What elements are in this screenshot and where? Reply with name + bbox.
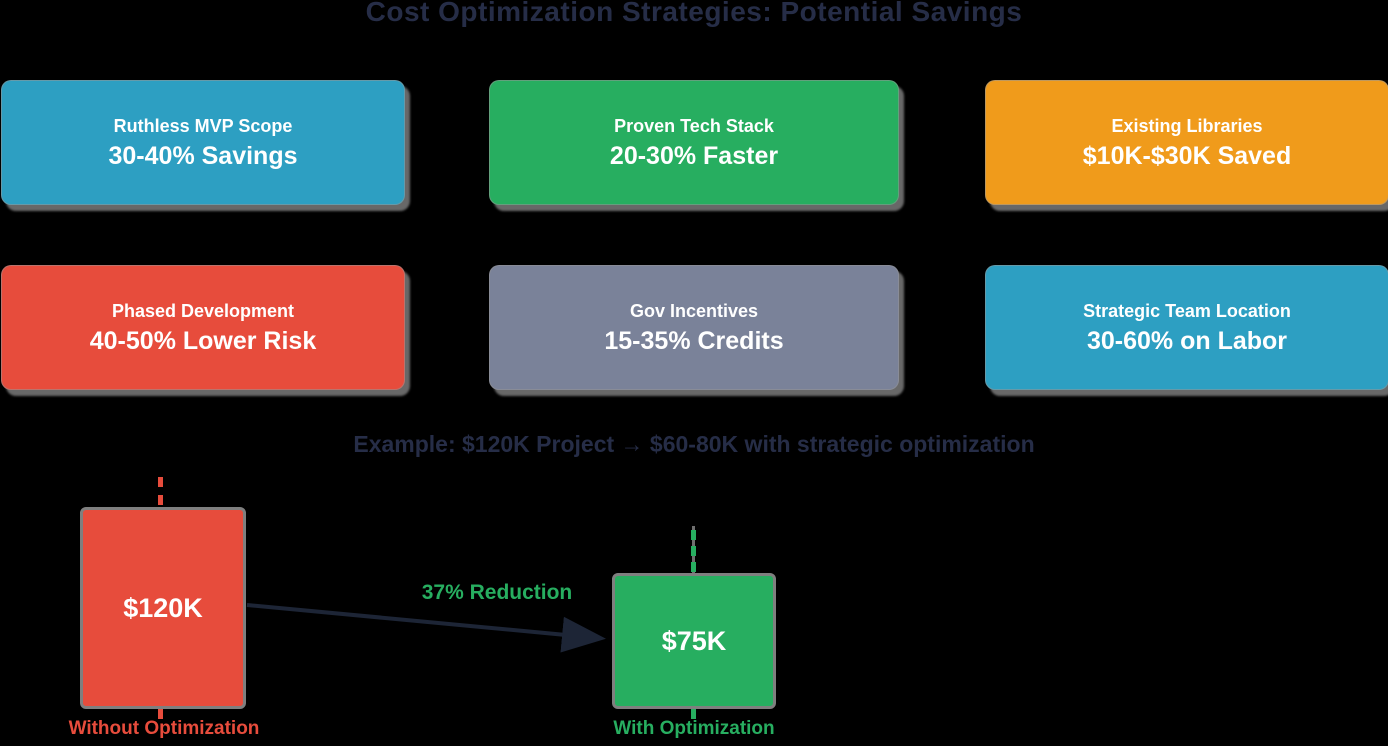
card-title: Gov Incentives — [629, 300, 759, 321]
connector-stem — [158, 477, 163, 505]
card-title: Proven Tech Stack — [614, 115, 774, 136]
card-value: 20-30% Faster — [609, 141, 779, 170]
before-bar-value: $120K — [123, 592, 203, 623]
before-label: Without Optimization — [68, 718, 260, 739]
card-title: Existing Libraries — [1111, 115, 1263, 136]
card-value: 30-60% on Labor — [1086, 326, 1288, 355]
strategy-card-phased-development: Phased Development 40-50% Lower Risk — [1, 265, 405, 390]
before-bar: $120K — [80, 507, 246, 709]
card-value: $10K-$30K Saved — [1082, 141, 1292, 170]
after-bar-value: $75K — [661, 625, 727, 656]
page-title: Cost Optimization Strategies: Potential … — [365, 0, 1023, 27]
after-label: With Optimization — [613, 718, 775, 739]
card-title: Ruthless MVP Scope — [113, 115, 293, 136]
reduction-arrow-line — [246, 603, 606, 653]
card-title: Strategic Team Location — [1083, 300, 1291, 321]
strategy-card-mvp-scope: Ruthless MVP Scope 30-40% Savings — [1, 80, 405, 205]
reduction-label: 37% Reduction — [421, 581, 573, 604]
after-bar: $75K — [612, 573, 776, 709]
connector-stem — [691, 530, 696, 572]
example-subtitle: Example: $120K Project → $60-80K with st… — [353, 431, 1035, 457]
card-value: 15-35% Credits — [604, 326, 784, 355]
connector-stem — [158, 709, 163, 719]
strategy-card-tech-stack: Proven Tech Stack 20-30% Faster — [489, 80, 899, 205]
card-value: 40-50% Lower Risk — [89, 326, 317, 355]
card-title: Phased Development — [111, 300, 295, 321]
strategy-card-team-location: Strategic Team Location 30-60% on Labor — [985, 265, 1388, 390]
connector-stem — [691, 709, 696, 719]
strategy-card-existing-libraries: Existing Libraries $10K-$30K Saved — [985, 80, 1388, 205]
card-value: 30-40% Savings — [108, 141, 298, 170]
strategy-card-gov-incentives: Gov Incentives 15-35% Credits — [489, 265, 899, 390]
